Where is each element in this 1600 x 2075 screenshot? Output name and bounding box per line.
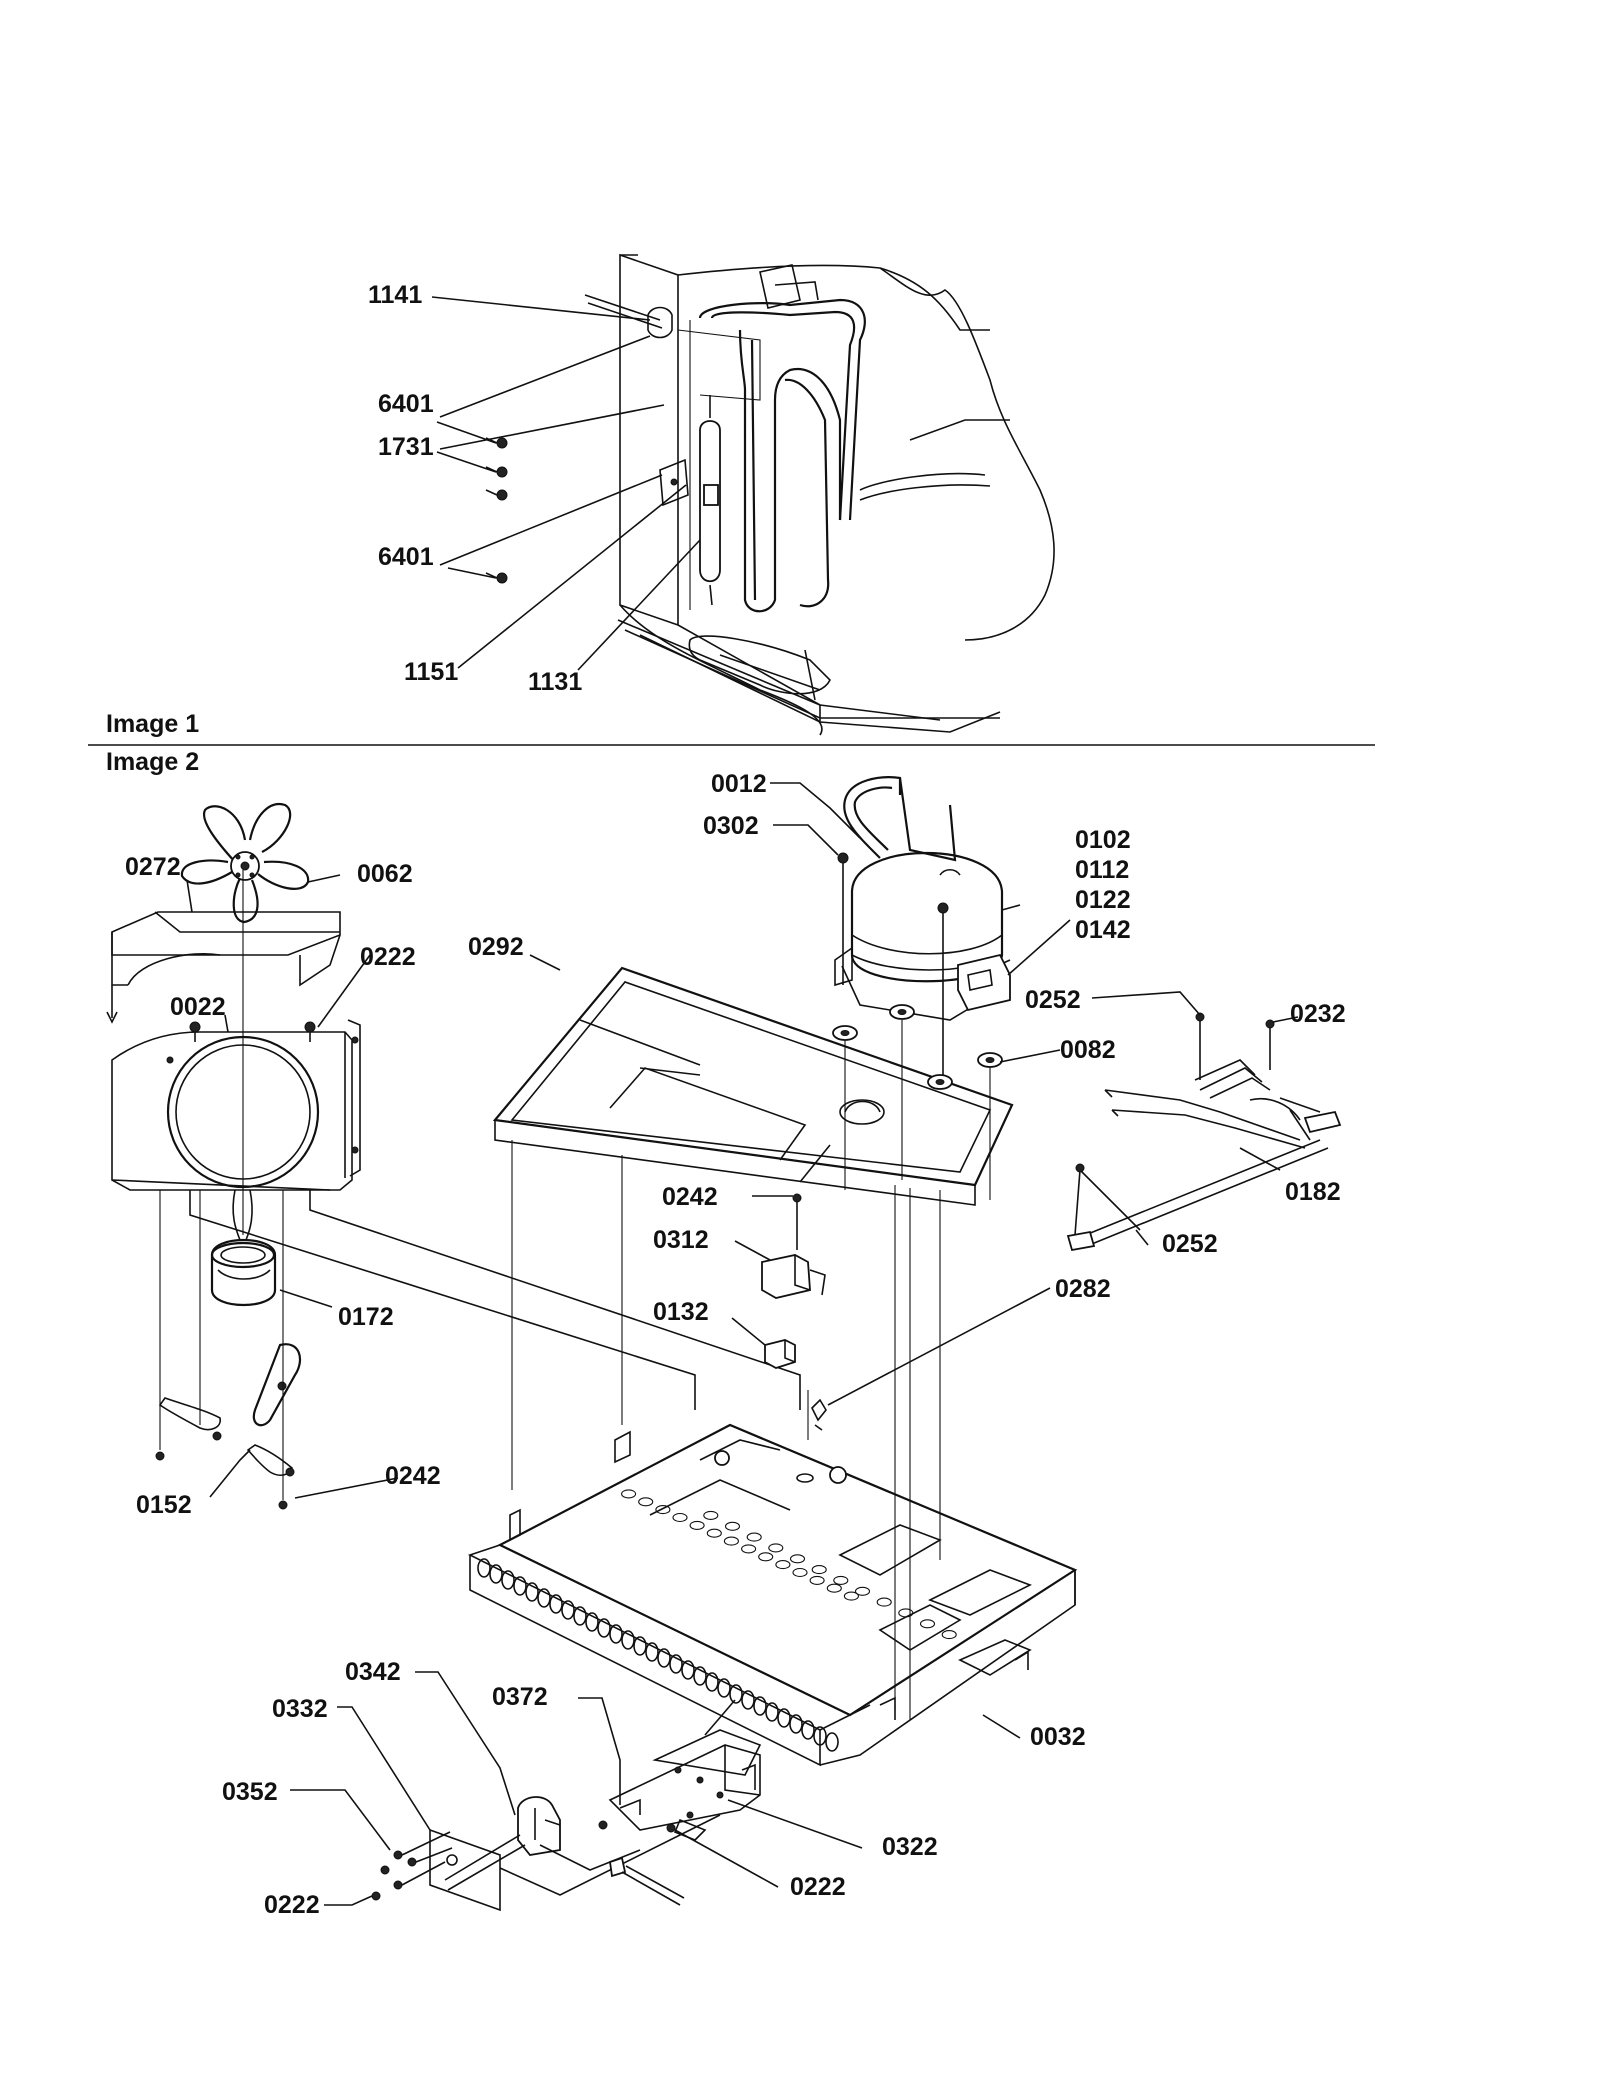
callout-0102: 0102 (1075, 826, 1131, 854)
image1-illustration (485, 253, 1055, 736)
callout-0322: 0322 (882, 1833, 938, 1861)
image2-leaders (186, 782, 1299, 1906)
callout-0152: 0152 (136, 1491, 192, 1519)
callout-0252-lower: 0252 (1162, 1230, 1218, 1258)
timer-assembly (371, 1699, 762, 1912)
callout-0282: 0282 (1055, 1275, 1111, 1303)
callout-0222-timer: 0222 (790, 1873, 846, 1901)
callout-0142: 0142 (1075, 916, 1131, 944)
callout-0312: 0312 (653, 1226, 709, 1254)
callout-0082: 0082 (1060, 1036, 1116, 1064)
callout-0372: 0372 (492, 1683, 548, 1711)
callout-0232: 0232 (1290, 1000, 1346, 1028)
callout-0032: 0032 (1030, 1723, 1086, 1751)
capacitor-0132 (764, 1339, 796, 1369)
callout-0022: 0022 (170, 993, 226, 1021)
fan-blade-0062 (180, 802, 310, 924)
callout-0182: 0182 (1285, 1178, 1341, 1206)
callout-1141: 1141 (368, 281, 422, 309)
callout-0242-fan: 0242 (385, 1462, 441, 1490)
callout-0062: 0062 (357, 860, 413, 888)
callout-0132: 0132 (653, 1298, 709, 1326)
callout-1151: 1151 (404, 658, 458, 686)
base-pan-0032 (467, 1423, 1078, 1767)
callout-0112: 0112 (1075, 856, 1129, 884)
callout-0222-bottom: 0222 (264, 1891, 320, 1919)
callout-1131: 1131 (528, 668, 582, 696)
section-label-image2: Image 2 (106, 748, 199, 776)
callout-6401-lower: 6401 (378, 543, 434, 571)
callout-0222-fan: 0222 (360, 943, 416, 971)
callout-0302: 0302 (703, 812, 759, 840)
callout-0252-upper: 0252 (1025, 986, 1081, 1014)
section-label-image1: Image 1 (106, 710, 199, 738)
fan-motor-0172 (158, 1189, 302, 1477)
callout-6401-upper: 6401 (378, 390, 434, 418)
callout-0352: 0352 (222, 1778, 278, 1806)
shroud-cover-0272 (106, 911, 341, 1024)
condenser-coil-bends (477, 1489, 957, 1752)
callout-0242-relay: 0242 (662, 1183, 718, 1211)
callout-0012: 0012 (711, 770, 767, 798)
callout-0272: 0272 (125, 853, 181, 881)
grommets-0082 (832, 1004, 1003, 1200)
fan-bracket-0022 (111, 1019, 361, 1191)
callout-0122: 0122 (1075, 886, 1131, 914)
callout-0342: 0342 (345, 1658, 401, 1686)
clip-0282 (807, 1390, 827, 1440)
callout-0292: 0292 (468, 933, 524, 961)
wire-harness-0182 (1066, 1012, 1342, 1252)
relay-0312 (761, 1193, 826, 1299)
callout-0172: 0172 (338, 1303, 394, 1331)
callout-0332: 0332 (272, 1695, 328, 1723)
callout-1731: 1731 (378, 433, 434, 461)
compressor-0012 (834, 776, 1021, 1075)
image2-illustration (106, 776, 1342, 1912)
image1-leaders (431, 296, 701, 671)
